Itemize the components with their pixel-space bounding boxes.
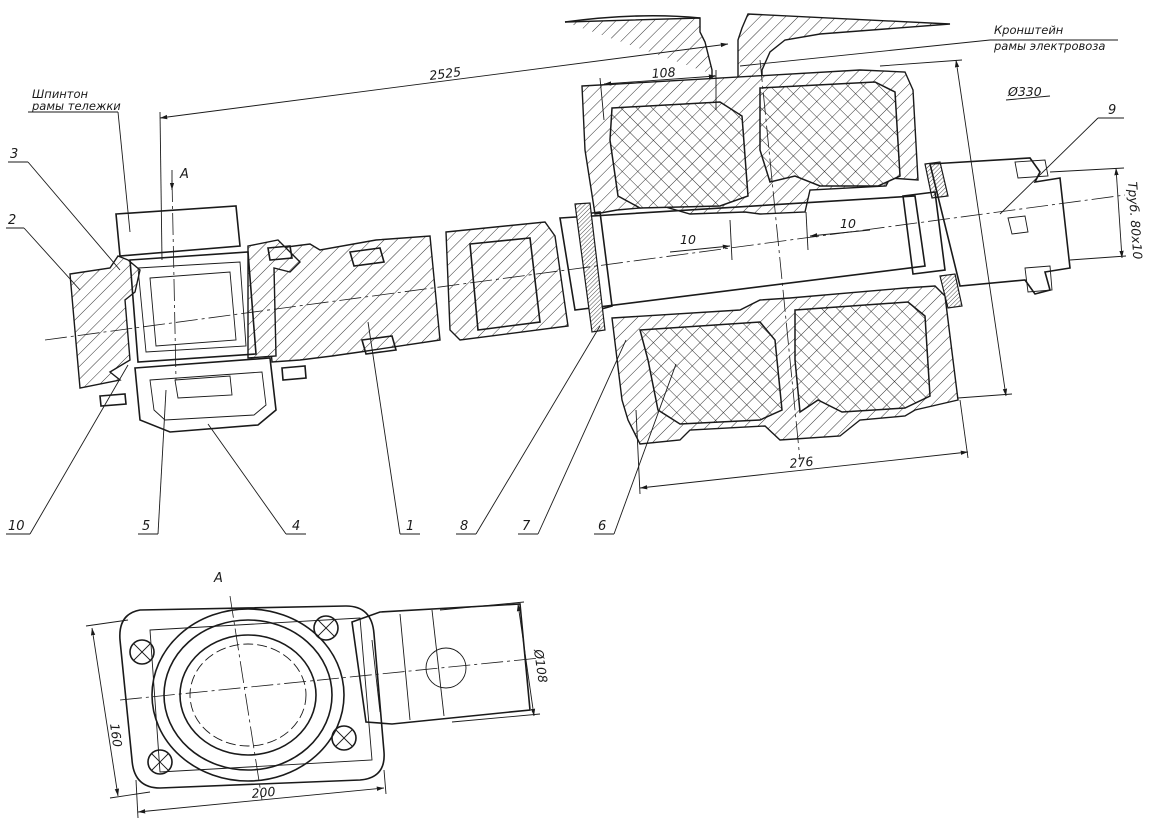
dim-gap-left-text: 10	[680, 232, 696, 247]
rod-section	[262, 221, 569, 363]
dim-330-text: Ø330	[1007, 84, 1042, 99]
dim-2525: 2525	[159, 42, 729, 261]
dim-330: Ø330	[879, 59, 1051, 399]
housing-upper	[581, 69, 919, 215]
ball-joint	[69, 205, 307, 433]
callout-10: 10	[8, 519, 25, 534]
note-pin-line2: рамы тележки	[31, 99, 121, 113]
dim-2525-text: 2525	[428, 64, 462, 83]
dim-200-text: 200	[251, 784, 276, 801]
bolt-hole-tl	[129, 639, 155, 665]
dim-pipe-text: Труб. 80x10	[1125, 181, 1145, 260]
view-a: A	[85, 571, 551, 819]
dim-gap: 10 10	[669, 211, 871, 261]
frame-bracket	[564, 13, 951, 86]
view-a-title: A	[213, 571, 223, 586]
callout-8: 8	[460, 519, 468, 534]
callout-9: 9	[1108, 103, 1116, 118]
callout-4: 4	[292, 519, 300, 534]
callouts: 3 2 10 5 4 1 8 7 6 9	[6, 103, 1124, 535]
dim-160-text: 160	[107, 722, 125, 748]
dim-276-text: 276	[789, 454, 814, 471]
note-pin-line1: Шпинтон	[32, 87, 89, 101]
dim-108-view-text: Ø108	[531, 647, 551, 683]
center-axis	[44, 59, 1126, 461]
note-pin: Шпинтон рамы тележки	[28, 87, 131, 233]
callout-7: 7	[522, 519, 531, 534]
callout-1: 1	[406, 519, 414, 534]
section-arrow-a: A	[169, 167, 189, 190]
note-bracket-line2: рамы электровоза	[993, 39, 1105, 53]
bolt-hole-bl	[147, 749, 173, 775]
dim-gap-right-text: 10	[840, 216, 856, 231]
callout-2: 2	[8, 213, 16, 228]
callout-6: 6	[598, 519, 606, 534]
callout-5: 5	[142, 519, 150, 534]
dim-108: 108	[599, 64, 717, 121]
dim-276: 276	[635, 399, 969, 495]
note-bracket-line1: Кронштейн	[994, 23, 1064, 37]
section-arrow-a-text: A	[179, 167, 189, 182]
note-bracket: Кронштейн рамы электровоза	[739, 23, 1118, 67]
dim-pipe: Труб. 80x10	[1049, 167, 1145, 261]
bolt-hole-tr	[313, 615, 339, 641]
callout-3: 3	[10, 147, 18, 162]
dim-108-text: 108	[651, 64, 676, 81]
